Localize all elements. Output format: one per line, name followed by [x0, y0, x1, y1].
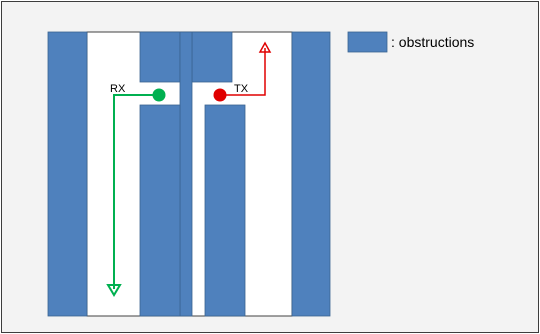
obstruction-top-right-block: [191, 31, 233, 83]
rx-path: [113, 94, 159, 289]
legend-label: : obstructions: [391, 34, 474, 50]
obstruction-right-wall: [291, 31, 331, 317]
obstruction-lower-right-block: [204, 104, 246, 317]
receiver-label: RX: [110, 83, 126, 95]
transmitter-node: [213, 88, 227, 102]
obstruction-center-divider: [179, 31, 193, 317]
legend-swatch: [347, 31, 388, 53]
obstruction-lower-left-block: [139, 104, 181, 317]
rx-path-arrowhead: [106, 284, 122, 297]
tx-path: [220, 48, 266, 96]
obstruction-left-wall: [47, 31, 88, 317]
tx-path-arrowhead: [258, 41, 272, 53]
transmitter-label: TX: [234, 83, 249, 95]
receiver-node: [152, 88, 166, 102]
obstruction-top-left-block: [139, 31, 181, 83]
